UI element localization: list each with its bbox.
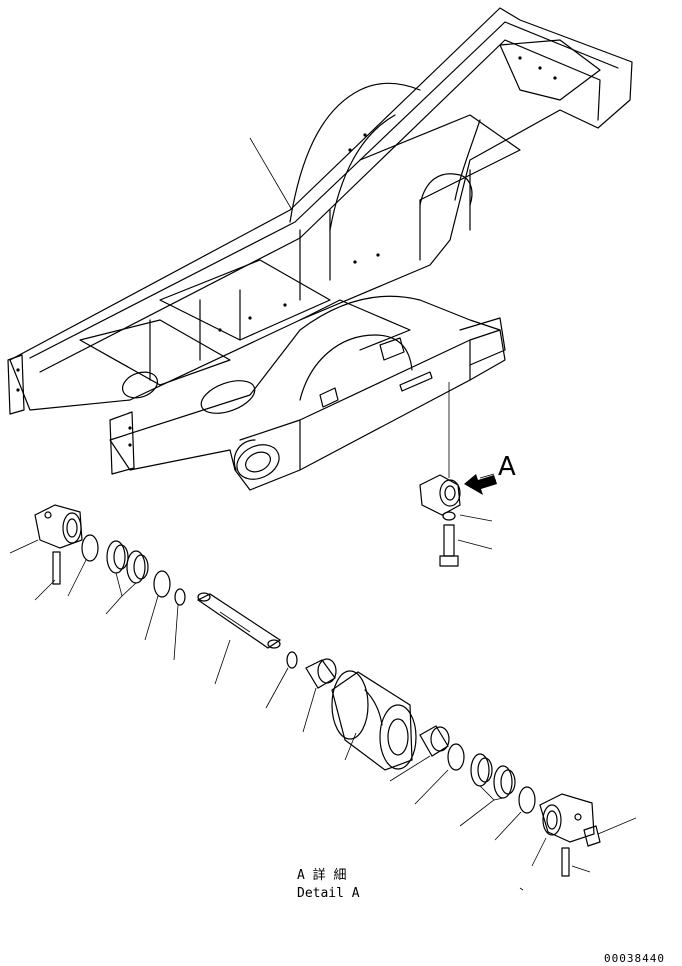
right-collar (539, 793, 595, 843)
roller-shaft (196, 592, 282, 649)
detail-label-jp: A 詳 細 (297, 867, 346, 883)
view-arrow-letter: A (498, 452, 516, 482)
carrier-roller-assembly: A (419, 382, 516, 567)
detail-label-en: Detail A (297, 886, 360, 901)
o-ring-3 (447, 743, 465, 771)
bushing-right (419, 725, 450, 757)
floating-seal-pair-left (106, 540, 149, 584)
part-number: 00038440 (604, 952, 665, 965)
exploded-roller-parts (34, 504, 601, 877)
track-frame-assembly (7, 7, 633, 491)
o-ring-4 (518, 786, 536, 814)
washer (442, 511, 456, 521)
view-arrow-a (464, 473, 497, 495)
collar-pin-right (561, 847, 570, 877)
frame-bolt-holes (16, 56, 557, 447)
collar-pin (52, 551, 61, 585)
track-roller (331, 670, 417, 771)
o-ring-1 (81, 534, 99, 562)
floating-seal-pair-right (470, 753, 516, 799)
mounting-bolt (439, 524, 459, 567)
collar-bolt (583, 825, 601, 847)
plug-2 (286, 651, 298, 669)
plug (174, 588, 186, 606)
leader-lines (9, 137, 637, 891)
left-collar (34, 504, 83, 549)
o-ring-2 (153, 570, 171, 598)
bushing-left (305, 658, 337, 689)
